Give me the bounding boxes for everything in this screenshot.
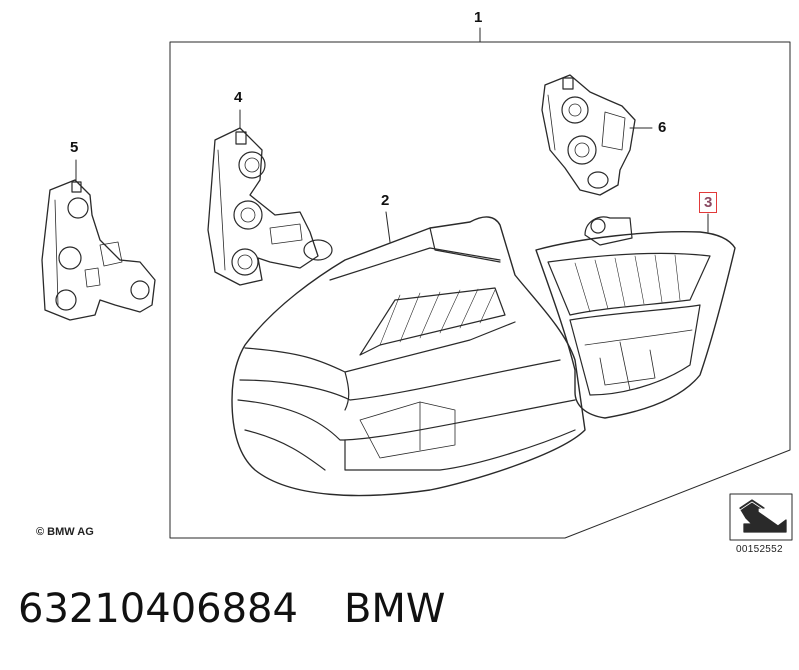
part-3-inner-tail-light [535,216,736,419]
part-2-outer-tail-light [231,216,586,497]
callout-1: 1 [474,9,483,26]
callout-2: 2 [381,192,390,209]
exploded-parts-diagram [41,27,793,541]
callout-4: 4 [234,89,243,106]
assembly-frame [169,41,791,539]
arrow-nav-icon [729,493,793,541]
part-5-bulb-holder [41,179,156,321]
leader-line-2 [385,211,391,243]
copyright-label: © BMW AG [36,526,94,538]
callout-6: 6 [658,119,667,136]
brand-name: BMW [343,586,446,632]
callout-3[interactable]: 3 [699,192,718,213]
footer-caption: 63210406884 BMW [18,586,445,646]
diagram-reference-number: 00152552 [736,544,783,555]
part-number: 63210406884 [18,586,298,632]
part-4-bulb-carrier [207,127,333,286]
part-6-bulb-carrier [541,74,636,196]
callout-5: 5 [70,139,79,156]
